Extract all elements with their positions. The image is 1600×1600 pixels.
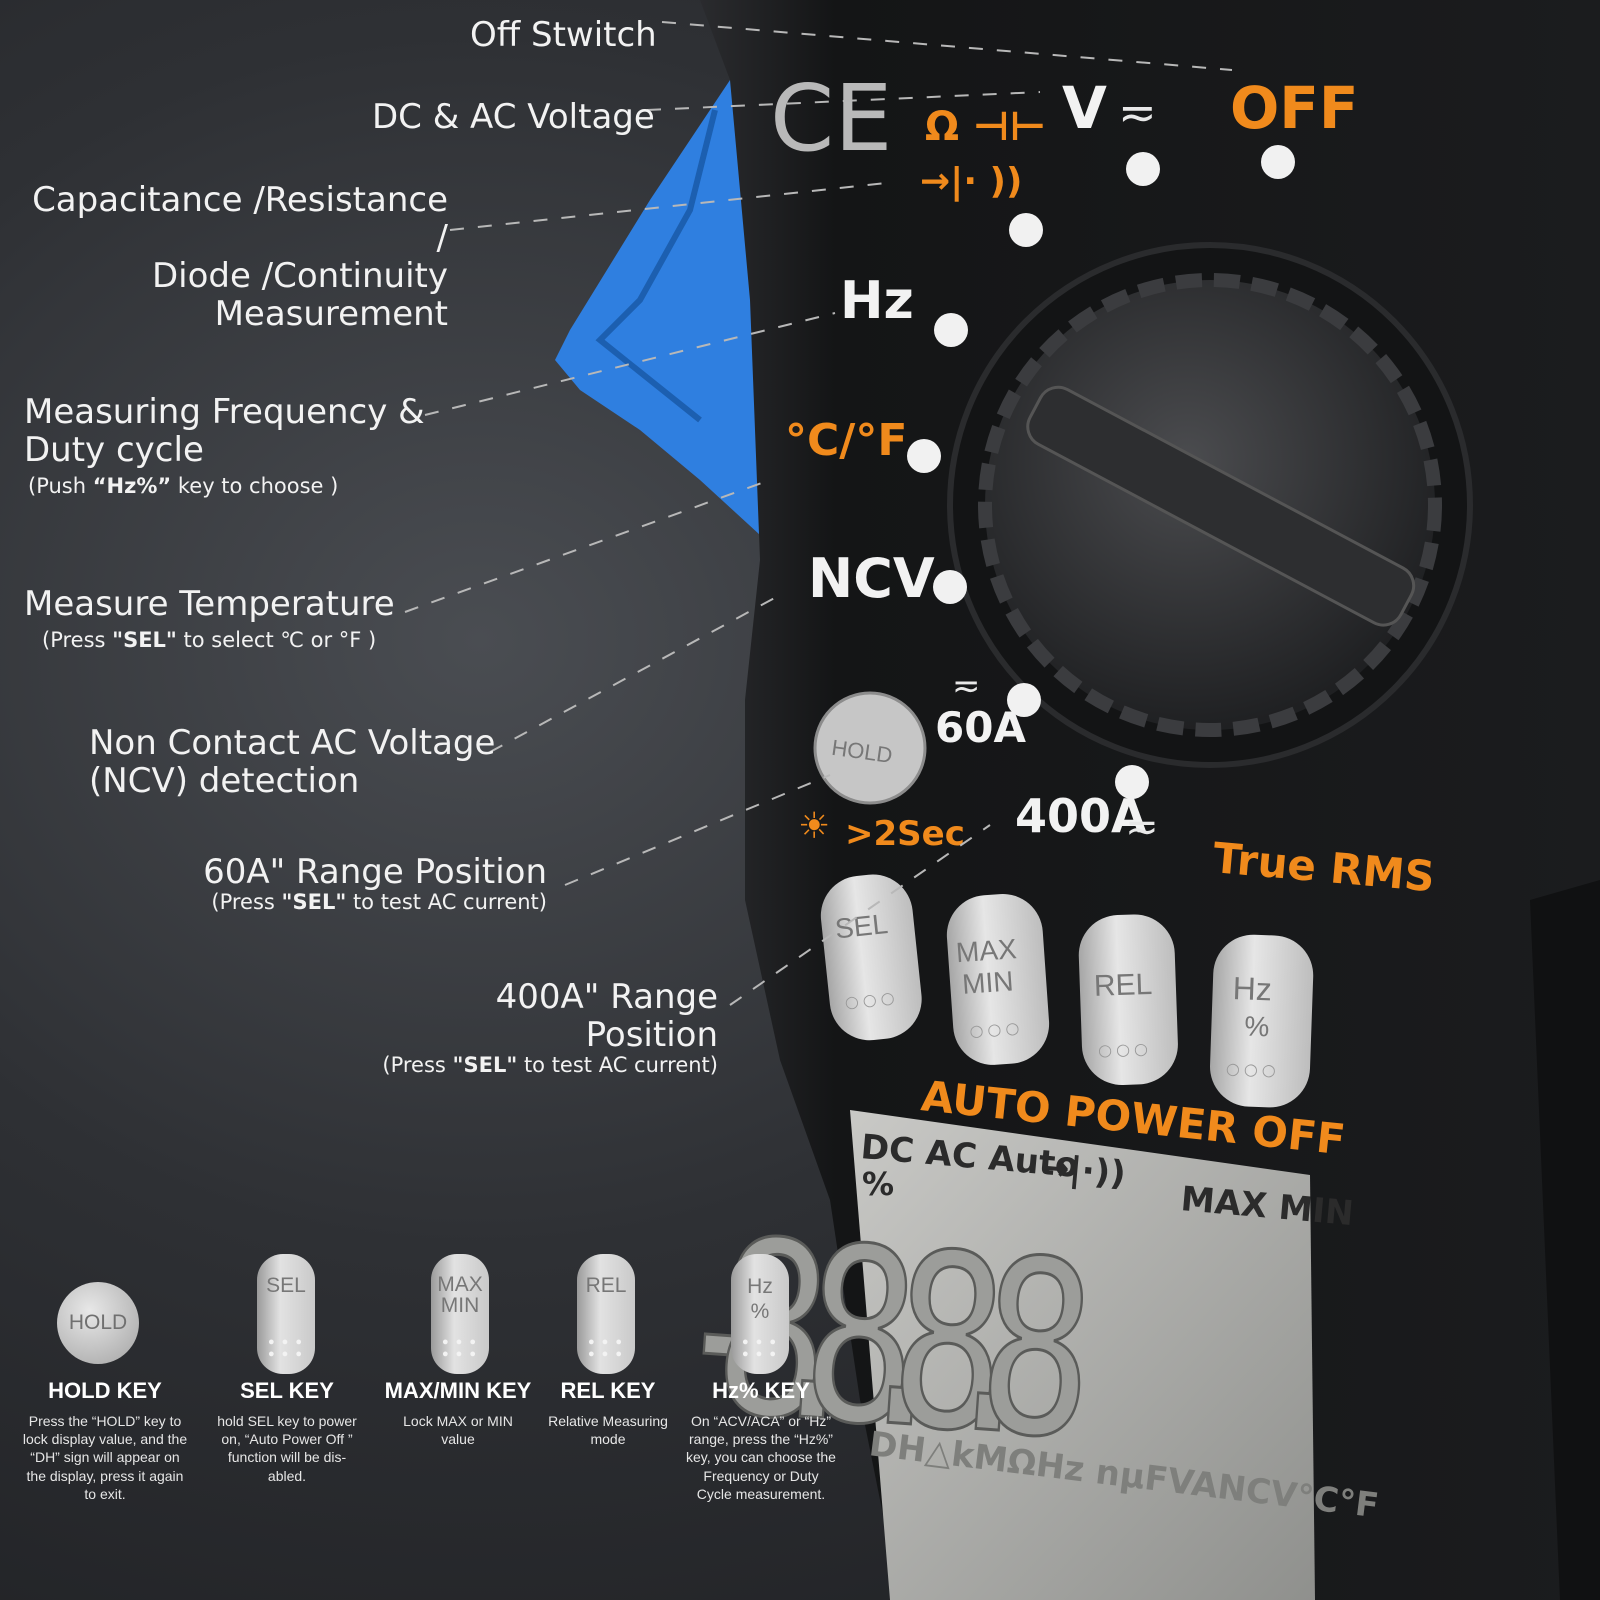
sel-key: SEL ○○○ xyxy=(820,874,922,1041)
legend-hold-key-title: HOLD KEY xyxy=(48,1378,162,1403)
legend-hz-key-desc: On “ACV/ACA” or “Hz” range, press the “H… xyxy=(686,1413,836,1502)
legend-sel-key: SEL KEY hold SEL key to power on, “Auto … xyxy=(212,1378,362,1485)
callout-temperature-sub: (Press "SEL" to select ℃ or °F ) xyxy=(42,628,377,653)
callout-range-60a-text: 60A" Range Position xyxy=(203,852,547,892)
callout-range-60a-sub: (Press "SEL" to test AC current) xyxy=(211,890,547,915)
svg-text:MAX: MAX xyxy=(955,933,1018,968)
dial-label-hz: Hz xyxy=(840,271,914,331)
callout-off-switch-text: Off Stwitch xyxy=(470,15,657,55)
callout-capacitance-line1: Capacitance /Resistance / xyxy=(32,180,448,259)
callout-dc-ac-voltage-text: DC & AC Voltage xyxy=(372,97,655,137)
legend-hold-key-icon: HOLD xyxy=(57,1282,139,1364)
callout-ncv-line1: Non Contact AC Voltage xyxy=(89,723,496,763)
svg-text:≂: ≂ xyxy=(1118,85,1157,139)
svg-text:○○○: ○○○ xyxy=(1226,1059,1281,1080)
svg-text:≂: ≂ xyxy=(952,666,981,706)
svg-text:REL: REL xyxy=(1093,968,1152,1003)
backlight-hint: >2Sec xyxy=(845,814,965,854)
callout-temperature: Measure Temperature (Press "SEL" to sele… xyxy=(24,585,395,653)
legend-rel-key-icon: REL ● ● ●● ● ● xyxy=(577,1254,635,1374)
dial-label-v: V xyxy=(1062,74,1107,142)
callout-off-switch: Off Stwitch xyxy=(470,16,657,54)
callout-range-60a: 60A" Range Position (Press "SEL" to test… xyxy=(150,853,547,915)
dial-label-ohm-cap: Ω ⊣⊢ xyxy=(925,104,1046,150)
svg-text:→|·)): →|·)) xyxy=(1039,1147,1127,1194)
dial-label-400a: 400A xyxy=(1015,789,1147,843)
svg-text:○○○: ○○○ xyxy=(1098,1039,1153,1060)
legend-hold-key: HOLD KEY Press the “HOLD” key to lock di… xyxy=(20,1378,190,1503)
dial-label-diode-continuity: →|· )) xyxy=(920,161,1022,202)
svg-text:MIN: MIN xyxy=(961,965,1014,1000)
legend-rel-key: REL KEY Relative Measuring mode xyxy=(544,1378,672,1448)
callout-temperature-text: Measure Temperature xyxy=(24,584,395,624)
legend-maxmin-key-title: MAX/MIN KEY xyxy=(384,1378,532,1403)
callout-capacitance-line2: Diode /Continuity xyxy=(151,256,448,297)
svg-text:≂: ≂ xyxy=(1125,804,1159,850)
callout-capacitance-line3: Measurement xyxy=(214,294,448,335)
dial-label-ncv: NCV xyxy=(808,547,935,610)
legend-sel-key-icon: SEL ● ● ●● ● ● xyxy=(257,1254,315,1374)
svg-text:○○○: ○○○ xyxy=(969,1018,1024,1041)
svg-text:☀: ☀ xyxy=(798,806,830,847)
callout-range-400a-sub: (Press "SEL" to test AC current) xyxy=(382,1053,718,1078)
svg-text:Hz: Hz xyxy=(1232,970,1272,1007)
hz-percent-key: Hz % ○○○ xyxy=(1210,934,1314,1108)
legend-hz-key: Hz% KEY On “ACV/ACA” or “Hz” range, pres… xyxy=(686,1378,836,1503)
callout-frequency-sub: (Push “Hz%” key to choose ) xyxy=(28,474,339,499)
maxmin-key: MAX MIN ○○○ xyxy=(946,893,1050,1065)
callout-frequency: Measuring Frequency & Duty cycle (Push “… xyxy=(24,393,425,499)
dial-pointer xyxy=(1026,385,1416,627)
legend-rel-key-desc: Relative Measuring mode xyxy=(548,1413,668,1448)
legend-hz-key-icon: Hz % ● ● ●● ● ● xyxy=(731,1254,789,1374)
lcd-display xyxy=(850,1110,1315,1600)
legend-maxmin-key-icon: MAX MIN ● ● ●● ● ● xyxy=(431,1254,489,1374)
svg-text:SEL: SEL xyxy=(833,908,889,944)
callout-range-400a-text: 400A" Range Position xyxy=(495,977,718,1056)
svg-text:%: % xyxy=(1244,1010,1270,1042)
legend-hz-key-title: Hz% KEY xyxy=(712,1378,810,1403)
legend-sel-key-desc: hold SEL key to power on, “Auto Power Of… xyxy=(217,1413,357,1484)
ce-mark: CE xyxy=(770,65,892,172)
callout-ncv-line2: (NCV) detection xyxy=(89,761,360,802)
callout-frequency-line2: Duty cycle xyxy=(24,430,204,471)
legend-maxmin-key: MAX/MIN KEY Lock MAX or MIN value xyxy=(378,1378,538,1448)
clamp-jaw xyxy=(555,75,760,535)
legend-rel-key-title: REL KEY xyxy=(560,1378,656,1403)
legend-sel-key-title: SEL KEY xyxy=(240,1378,334,1403)
dial-label-off: OFF xyxy=(1230,74,1359,142)
legend-maxmin-key-desc: Lock MAX or MIN value xyxy=(403,1413,513,1448)
lcd-percent: % xyxy=(862,1165,894,1203)
callout-ncv: Non Contact AC Voltage (NCV) detection xyxy=(89,724,495,800)
rel-key: REL ○○○ xyxy=(1078,914,1178,1085)
callout-capacitance: Capacitance /Resistance / Diode /Continu… xyxy=(20,181,448,333)
callout-dc-ac-voltage: DC & AC Voltage xyxy=(372,98,655,136)
dial-label-60a: 60A xyxy=(935,703,1026,752)
legend-hold-key-desc: Press the “HOLD” key to lock display val… xyxy=(22,1413,188,1502)
hold-button xyxy=(813,691,927,805)
callout-range-400a: 400A" Range Position (Press "SEL" to tes… xyxy=(360,978,718,1078)
callout-frequency-line1: Measuring Frequency & xyxy=(24,392,425,432)
dial-label-temp: °C/°F xyxy=(785,415,907,466)
